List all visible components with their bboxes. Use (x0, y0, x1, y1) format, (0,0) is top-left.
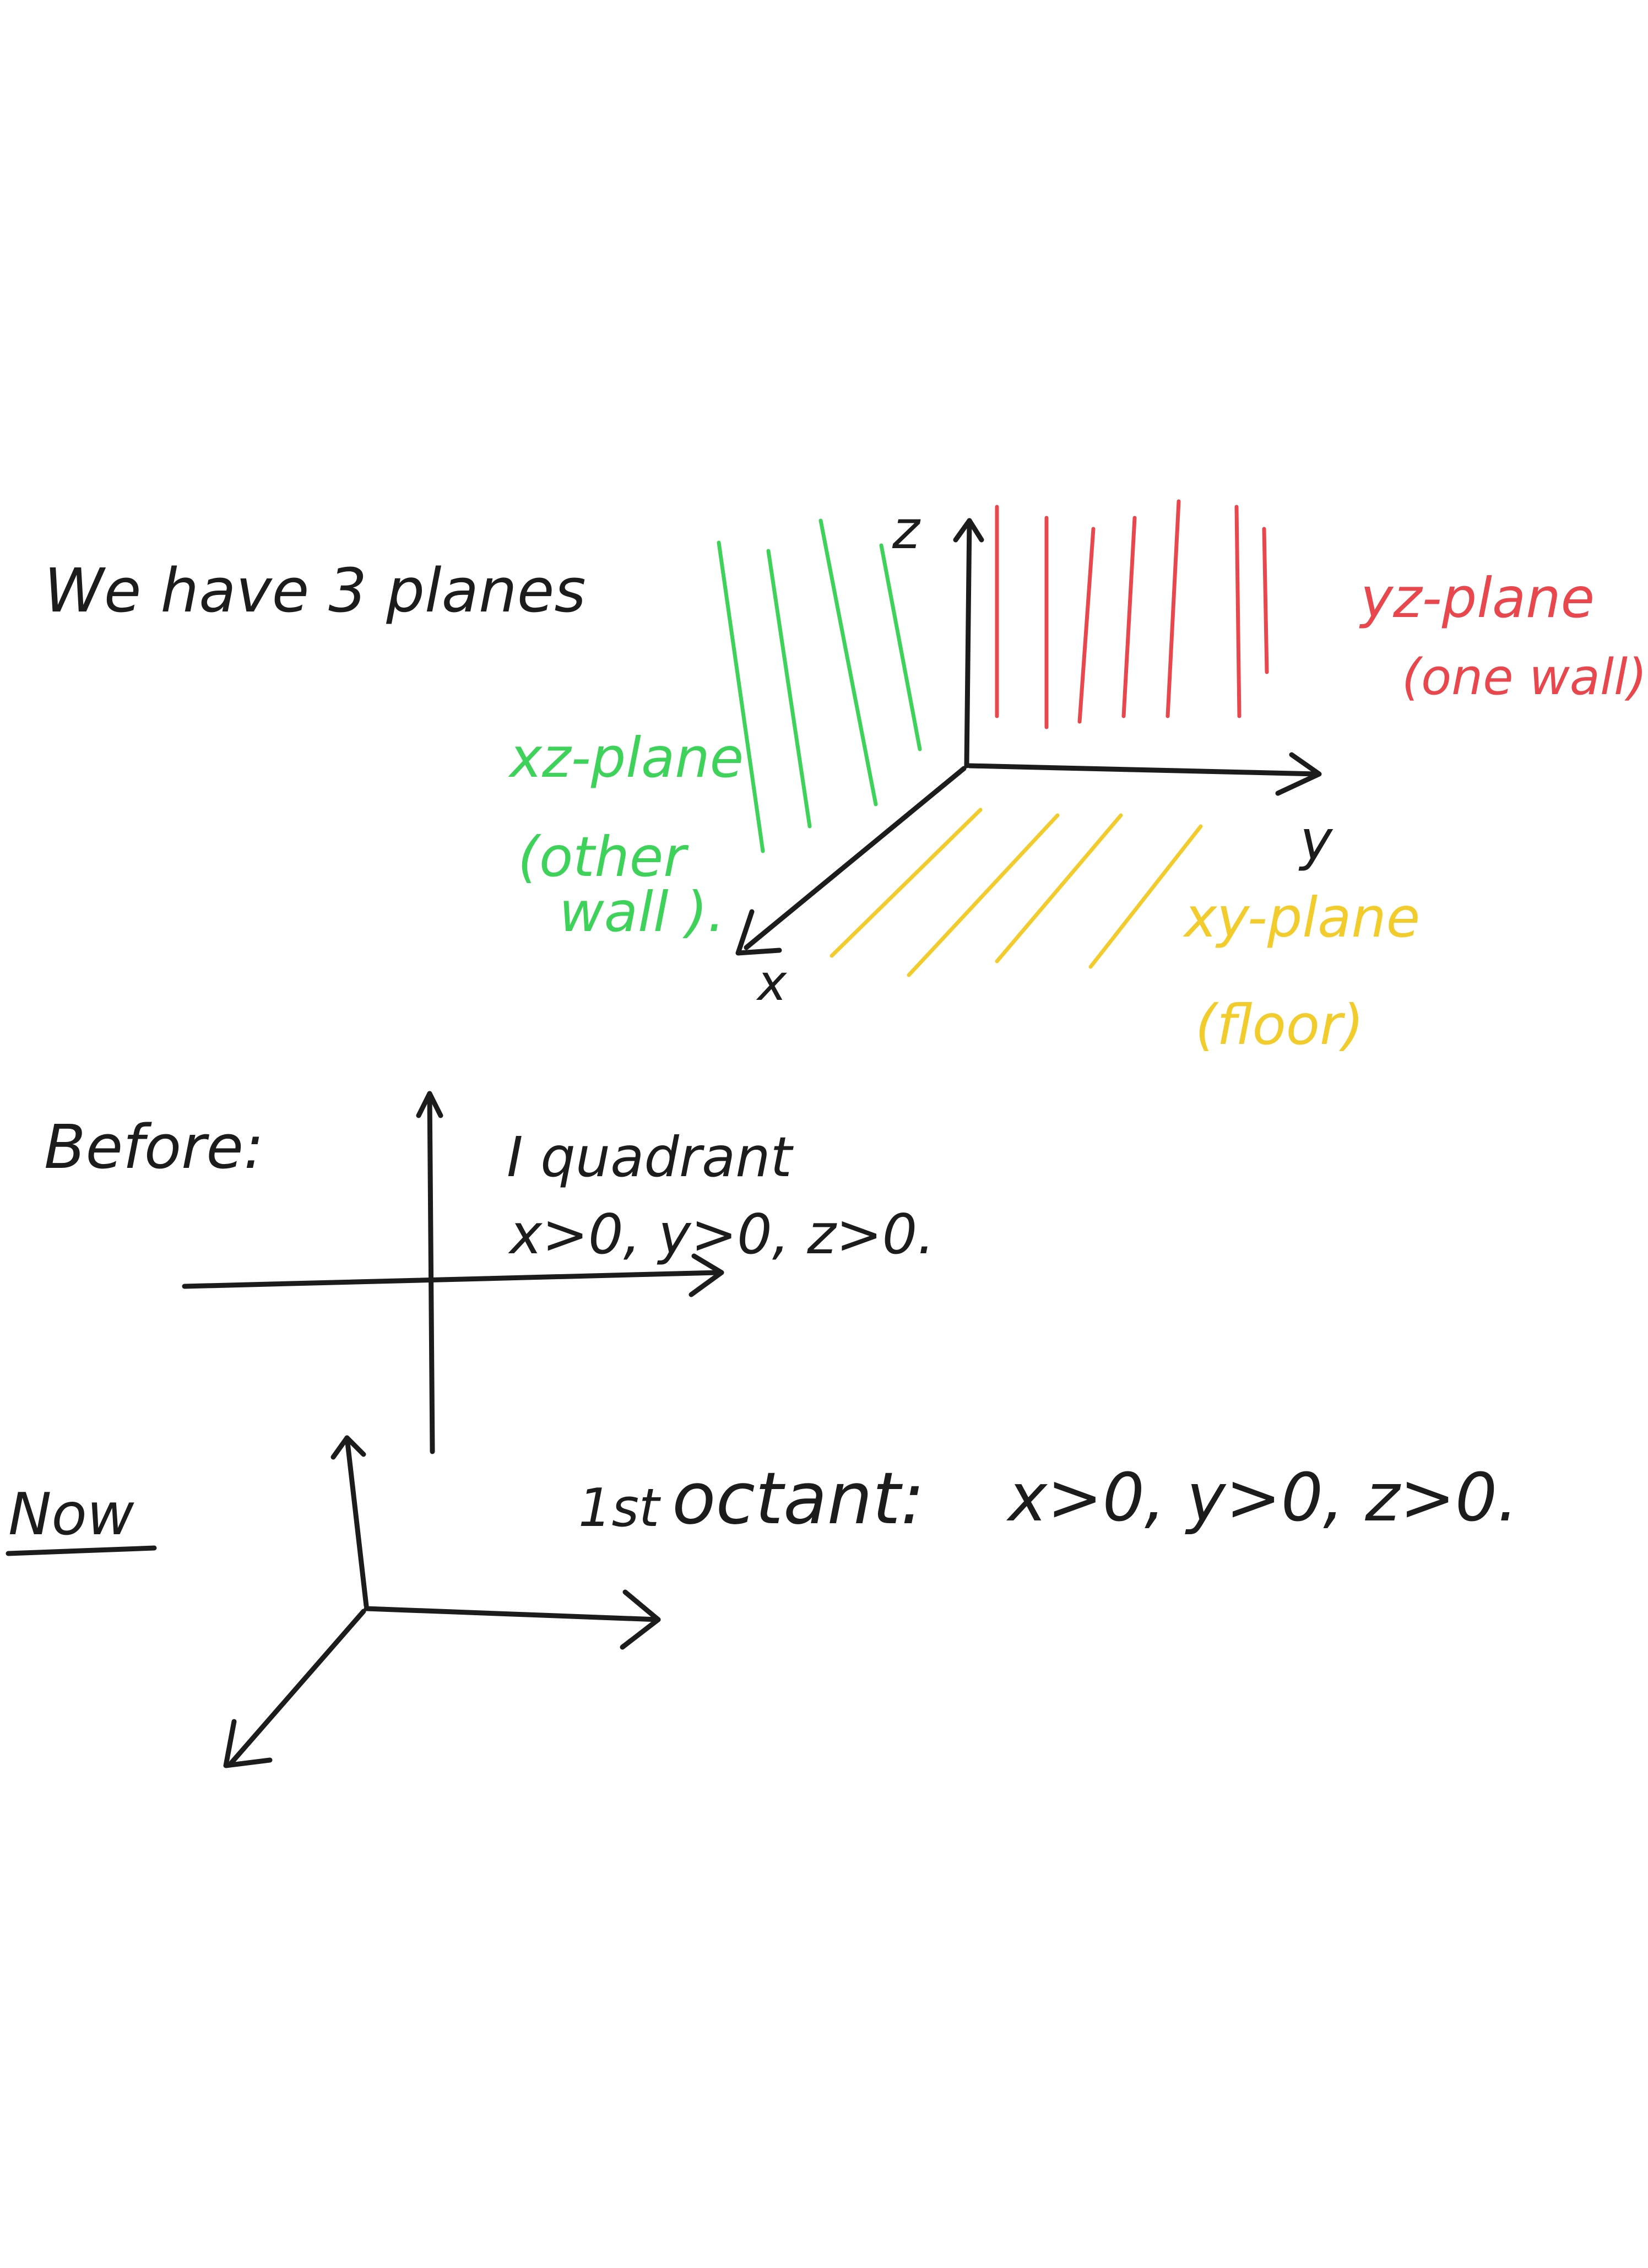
before-label: Before: (44, 1112, 264, 1182)
axes-3d-small-diagram (223, 1435, 661, 1768)
y-axis-line (967, 763, 1319, 777)
quadrant-condition: x>0, y>0, z>0. (508, 1202, 935, 1266)
axis-2d-vertical-arrowhead (416, 1091, 443, 1118)
octant-condition: x>0, y>0, z>0. (1006, 1460, 1518, 1536)
xz-plane-note-line1: (other (518, 825, 689, 889)
axis-2d-horizontal-arrowhead (689, 1253, 724, 1297)
heading-text: We have 3 planes (44, 555, 586, 626)
z-axis-label: z (892, 500, 921, 561)
octant-text: octant: (672, 1457, 925, 1540)
axis-2d-horizontal (182, 1270, 722, 1289)
xz-plane-hatching (717, 518, 922, 853)
y-axis-arrowhead (1275, 752, 1322, 796)
xy-plane-note: (floor) (1195, 993, 1364, 1057)
z-axis-arrowhead (953, 518, 984, 543)
small-x-axis (229, 1609, 366, 1766)
y-axis-label: y (1298, 808, 1333, 873)
small-y-axis (364, 1606, 661, 1622)
xy-plane-hatching (830, 808, 1203, 977)
small-z-axis-arrowhead (330, 1435, 366, 1460)
yz-plane-hatching (995, 499, 1269, 729)
small-y-axis-arrowhead (620, 1589, 661, 1650)
small-x-axis-arrowhead (223, 1719, 273, 1768)
axis-2d-vertical (427, 1091, 435, 1454)
quadrant-title: I quadrant (507, 1125, 794, 1189)
axes-2d-diagram (182, 1091, 724, 1454)
xy-plane-label: xy-plane (1183, 885, 1420, 950)
xz-plane-note-line2: wall ). (559, 880, 725, 944)
xz-plane-label: xz-plane (508, 726, 744, 790)
z-axis-line (964, 518, 972, 768)
x-axis-label: x (756, 954, 788, 1012)
axes-3d-diagram (717, 499, 1322, 977)
x-axis-line (744, 766, 967, 950)
now-label-underline (6, 1545, 157, 1556)
small-z-axis (344, 1435, 369, 1609)
yz-plane-label: yz-plane (1359, 566, 1595, 630)
x-axis-arrowhead (735, 909, 782, 956)
yz-plane-note: (one wall) (1402, 648, 1647, 706)
octant-ordinal: 1st (578, 1478, 662, 1539)
now-label: Now (8, 1481, 134, 1548)
